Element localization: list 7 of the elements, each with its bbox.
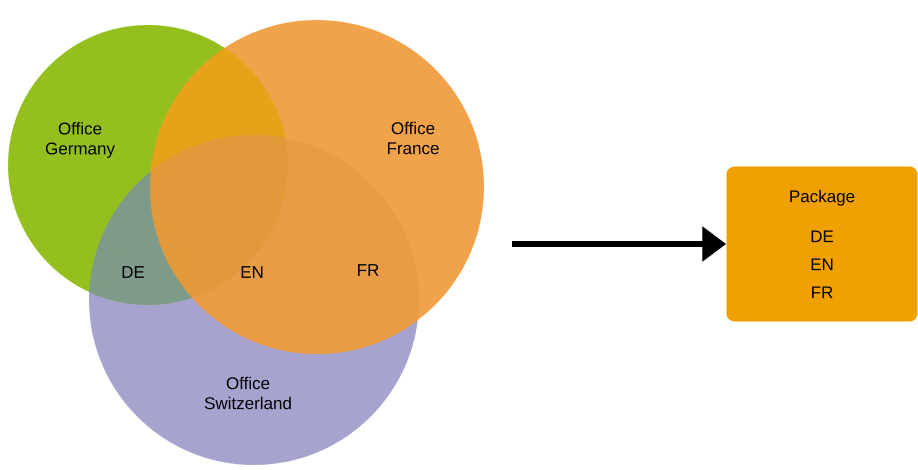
circle-label: Office Switzerland [204,376,291,410]
circle-label: Office Germany [46,122,115,158]
region-label: DE [122,266,144,278]
circle-label: Office France [388,122,439,154]
region-label: EN [242,266,262,278]
package-box: Package DE EN FR [726,166,918,322]
region-label: FR [358,264,379,276]
